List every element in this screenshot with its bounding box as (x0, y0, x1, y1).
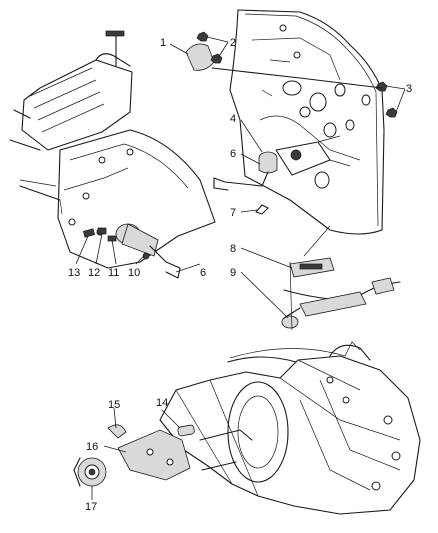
cover-plug-part (185, 43, 215, 71)
dowel-part (177, 424, 195, 437)
callout-7: 7 (230, 207, 236, 219)
callout-1: 1 (160, 37, 166, 49)
bell-housing (19, 129, 216, 269)
transmission-lower (159, 341, 421, 515)
callout-6-upper: 6 (230, 148, 236, 160)
callout-3: 3 (406, 83, 412, 95)
callout-4: 4 (230, 113, 236, 125)
callout-8: 8 (230, 243, 236, 255)
callout-17: 17 (85, 501, 97, 513)
callout-15: 15 (108, 399, 120, 411)
leader-lines (75, 36, 406, 500)
callout-11: 11 (108, 267, 119, 279)
firewall-panel (229, 9, 385, 235)
engine-block (9, 30, 133, 215)
callout-12: 12 (88, 267, 100, 279)
slave-cylinder-part (82, 223, 181, 279)
callout-9: 9 (230, 267, 236, 279)
nut-part (196, 31, 223, 64)
callout-16: 16 (86, 441, 98, 453)
nut-part (375, 81, 398, 118)
callout-10: 10 (128, 267, 140, 279)
release-fork-part (117, 429, 191, 481)
callout-6-lower: 6 (200, 267, 206, 279)
hydraulic-line-part (281, 225, 401, 331)
callout-13: 13 (68, 267, 80, 279)
callout-2: 2 (230, 37, 236, 49)
callouts: 1 2 3 4 6 7 8 9 13 12 11 10 6 15 14 16 1… (68, 37, 412, 513)
clip-part (107, 424, 127, 439)
master-cylinder-part (213, 135, 351, 215)
callout-14: 14 (156, 397, 168, 409)
release-bearing-part (73, 457, 107, 487)
stud-line (211, 67, 383, 89)
bracket-part (289, 257, 335, 278)
